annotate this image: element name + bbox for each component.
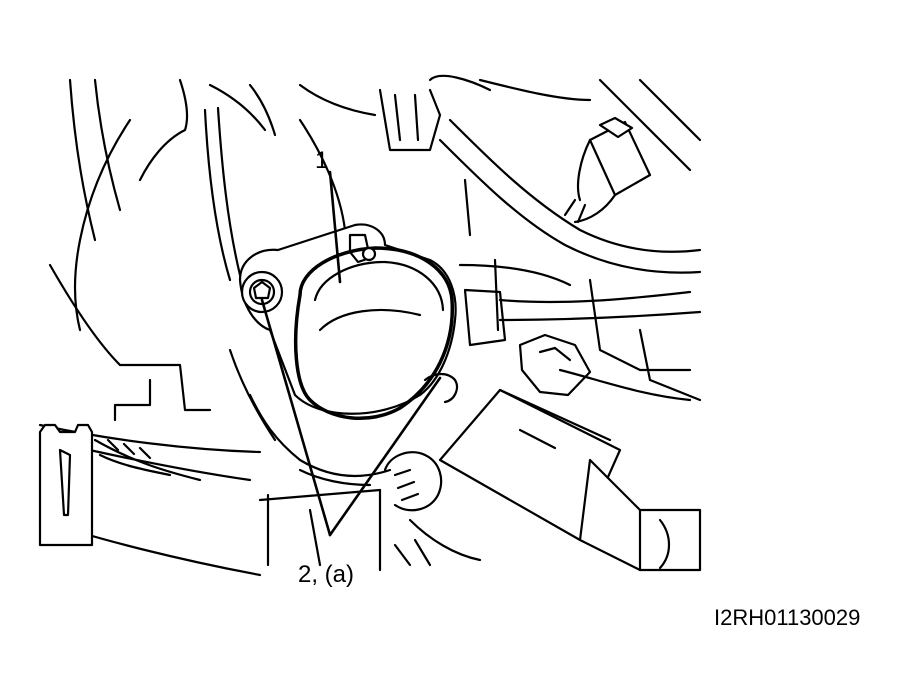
bracket-left: [38, 423, 94, 547]
bolt-callout-2: [240, 270, 284, 314]
thermostat-cap: [238, 223, 459, 420]
engine-background-lines: [38, 74, 702, 577]
callout-1-label: 1: [315, 147, 328, 174]
callout-2-label: 2, (a): [298, 561, 354, 588]
connector-top-right: [563, 116, 652, 224]
leader-lines: [260, 170, 442, 537]
figure-code: I2RH01130029: [714, 605, 860, 630]
hose-connector-lower-right: [438, 388, 702, 572]
